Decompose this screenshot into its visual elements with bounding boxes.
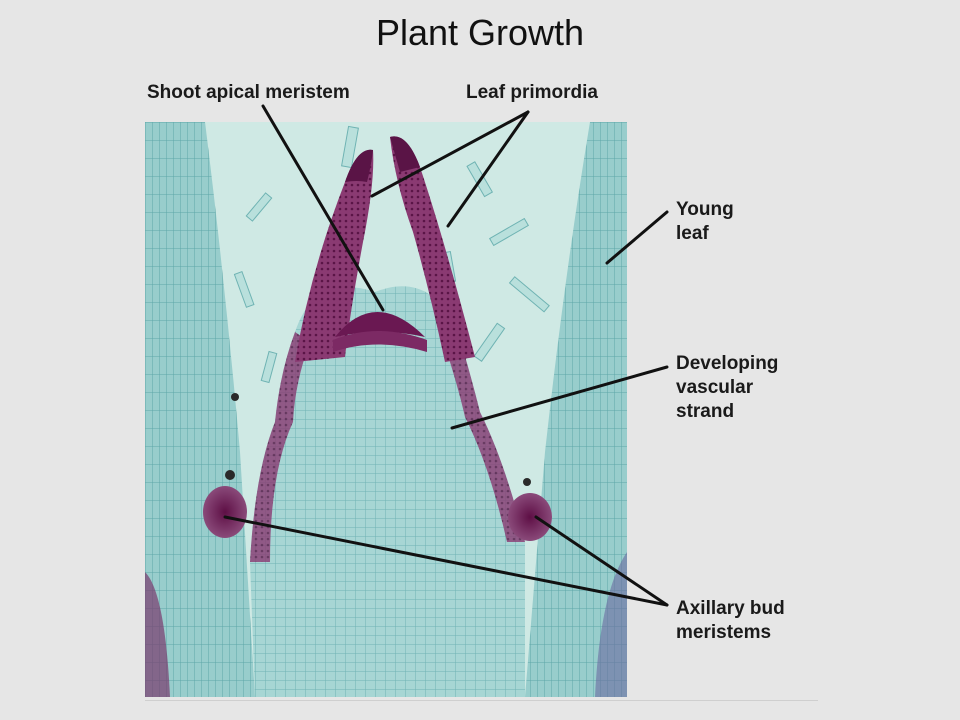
- slide-baseline: [145, 700, 818, 701]
- page-title: Plant Growth: [375, 12, 585, 53]
- label-young-leaf: Young leaf: [676, 199, 734, 244]
- label-shoot-apical-meristem: Shoot apical meristem: [147, 82, 350, 103]
- label-leaf-primordia: Leaf primordia: [466, 82, 598, 103]
- label-axillary-bud-meristems: Axillary bud meristems: [676, 598, 785, 643]
- label-developing-vascular-strand: Developing vascular strand: [676, 353, 779, 422]
- shoot-apex-micrograph: [145, 122, 627, 697]
